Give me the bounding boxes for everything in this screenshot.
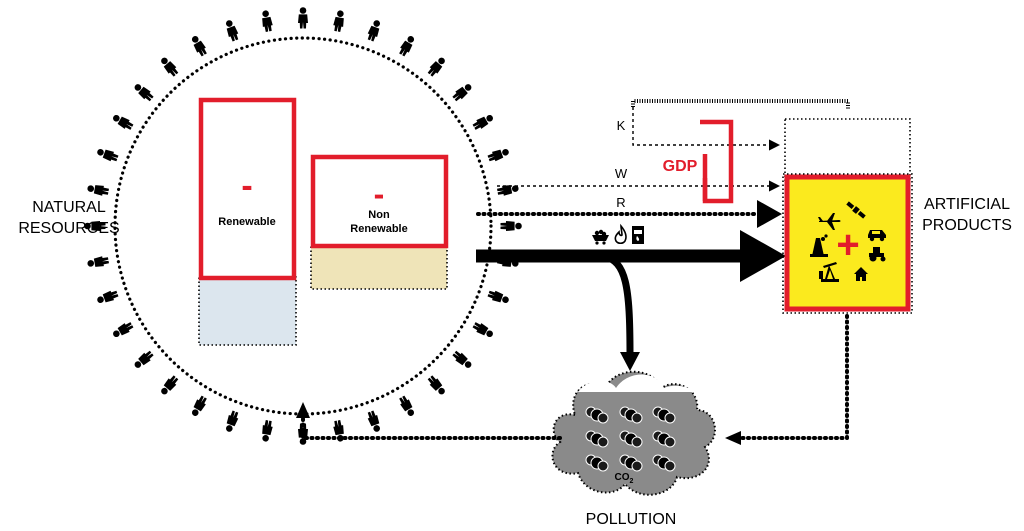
person-icon xyxy=(86,255,110,269)
population-ring xyxy=(84,7,522,445)
co2-molecule-icon xyxy=(585,430,609,448)
non-renewable-box xyxy=(310,154,449,249)
artificial-products-plus-sign: + xyxy=(836,223,859,267)
person-icon xyxy=(332,9,346,33)
person-icon xyxy=(260,419,274,443)
co2-molecule-icon xyxy=(652,430,676,448)
pollution-emission-flow xyxy=(602,252,634,356)
pollution-label: POLLUTION xyxy=(586,511,677,528)
pollution-emission-arrowhead xyxy=(620,352,640,371)
person-icon xyxy=(426,374,448,397)
person-icon xyxy=(500,221,522,231)
person-icon xyxy=(397,394,417,419)
k-label: K xyxy=(617,118,626,133)
flame-icon xyxy=(614,223,627,245)
house-icon xyxy=(854,267,868,281)
person-icon xyxy=(223,18,241,43)
person-icon xyxy=(451,349,474,371)
w-label: W xyxy=(615,166,628,181)
natural-resources-label-line2: RESOURCES xyxy=(18,220,119,237)
person-icon xyxy=(298,7,308,29)
natural-resources-label-line1: NATURAL xyxy=(32,199,106,216)
person-icon xyxy=(426,55,448,78)
non-renewable-label-line2: Renewable xyxy=(350,223,407,235)
person-icon xyxy=(158,55,180,78)
co2-molecule-icon xyxy=(619,454,643,472)
oil-pump-icon xyxy=(819,262,839,282)
person-icon xyxy=(189,33,209,58)
renewable-box xyxy=(198,97,297,281)
oil-barrel-icon xyxy=(632,226,644,244)
co2-molecule-icon xyxy=(652,406,676,424)
person-icon xyxy=(451,81,474,103)
tractor-icon xyxy=(869,247,886,262)
person-icon xyxy=(486,288,511,306)
co2-label: CO2 xyxy=(615,472,634,485)
person-icon xyxy=(110,320,135,340)
person-icon xyxy=(95,288,120,306)
person-icon xyxy=(471,112,496,132)
person-icon xyxy=(132,81,155,103)
gdp-label: GDP xyxy=(663,158,698,175)
factory-icon xyxy=(810,234,828,257)
non-renewable-reservoir: - Non Renewable xyxy=(310,154,449,290)
capital-k-loop xyxy=(631,99,850,109)
satellite-icon xyxy=(846,201,866,219)
person-icon xyxy=(110,112,135,132)
pollution-cloud: CO2 xyxy=(551,370,716,496)
artificial-products-stock-outline xyxy=(784,118,911,182)
artificial-products-label-line1: ARTIFICIAL xyxy=(924,196,1010,213)
resource-icons xyxy=(592,223,644,245)
person-icon xyxy=(158,374,180,397)
artificial-products-label-line2: PRODUCTS xyxy=(922,217,1012,234)
renewable-r-arrowhead xyxy=(757,200,782,228)
non-renewable-minus-sign: - xyxy=(374,176,385,212)
person-icon xyxy=(365,409,383,434)
non-renewable-label-line1: Non xyxy=(368,209,390,221)
co2-molecule-icon xyxy=(585,454,609,472)
person-icon xyxy=(397,33,417,58)
person-icon xyxy=(486,146,511,164)
person-icon xyxy=(86,183,110,197)
person-icon xyxy=(223,409,241,434)
artificial-products-box: + xyxy=(782,173,913,314)
coal-cart-icon xyxy=(592,229,609,245)
person-icon xyxy=(260,9,274,33)
person-icon xyxy=(95,146,120,164)
co2-molecules xyxy=(585,406,676,472)
co2-molecule-icon xyxy=(585,406,609,424)
person-icon xyxy=(365,18,383,43)
non-renewable-flow-arrowhead xyxy=(740,230,786,282)
co2-molecule-icon xyxy=(652,454,676,472)
person-icon xyxy=(496,183,520,197)
pollution-return-arrowhead xyxy=(296,402,310,418)
person-icon xyxy=(132,349,155,371)
pollution-return-line xyxy=(301,413,562,440)
airplane-icon xyxy=(818,213,841,230)
waste-flow-arrowhead xyxy=(725,431,741,445)
car-icon xyxy=(868,230,886,242)
renewable-label: Renewable xyxy=(218,216,275,228)
r-label: R xyxy=(616,195,625,210)
co2-molecule-icon xyxy=(619,406,643,424)
waste-flow-line xyxy=(740,314,849,440)
renewable-minus-sign: - xyxy=(241,167,252,205)
person-icon xyxy=(471,320,496,340)
co2-molecule-icon xyxy=(619,430,643,448)
person-icon xyxy=(189,394,209,419)
renewable-reservoir: - Renewable xyxy=(198,97,297,346)
